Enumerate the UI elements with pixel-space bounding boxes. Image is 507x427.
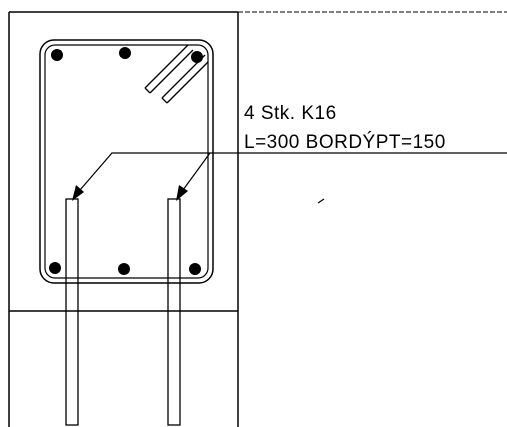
rebar-dot (118, 263, 130, 275)
rebar-dot (119, 47, 131, 59)
stirrup-hook-line-d (166, 61, 209, 104)
rebar-dot (191, 51, 203, 63)
leader-line (79, 152, 507, 191)
stirrup-inner (44, 44, 209, 279)
starter-bar-right (167, 198, 181, 426)
rebar-dot (51, 49, 63, 61)
annotation-line-2: L=300 BORDÝPT=150 (244, 132, 446, 153)
rebar-dot (189, 263, 201, 275)
leader-arrowhead-right (176, 185, 188, 201)
starter-bar-left (65, 198, 79, 426)
stirrup-hook-line-b (149, 49, 194, 94)
rebar-dot (49, 262, 61, 274)
stirrup-hook-cap-a (144, 87, 151, 94)
annotation-line-1: 4 Stk. K16 (244, 103, 337, 124)
leader-arrowhead-left (72, 185, 84, 201)
stirrup-outer (39, 39, 214, 284)
stray-mark (317, 198, 325, 204)
stirrup-hook-line-a (144, 44, 189, 89)
leader-line-branch (182, 152, 211, 191)
stirrup-hook-cap-b (161, 97, 168, 104)
